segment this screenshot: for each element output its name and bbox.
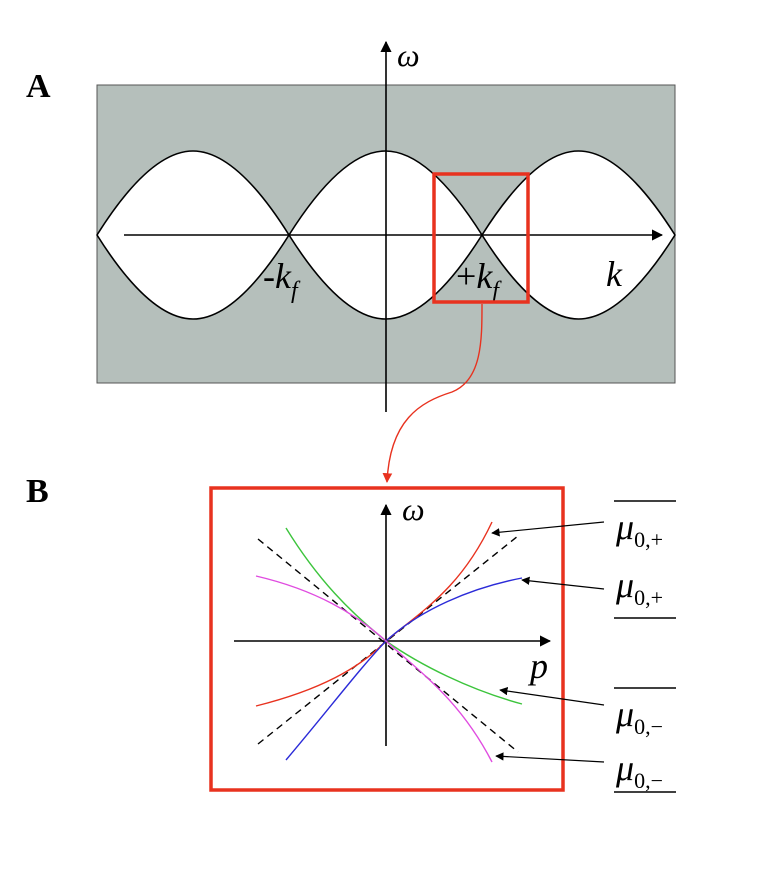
panel-b-frame [209,486,565,792]
label-mu0p: μ0,+ [614,565,676,619]
panel-b-label: B [26,473,49,510]
pointer-mu0p-bar [491,521,605,537]
svg-text:μ0,+: μ0,+ [615,565,663,610]
minus-kf-label: -kf [263,256,301,304]
panel-a: ω k -kf +kf [96,37,676,412]
label-mu0m: μ0,− [614,748,676,793]
asymptote-ascending [257,535,519,745]
svg-text:μ0,+: μ0,+ [615,507,663,552]
zoom-highlight-box [432,172,530,304]
panel-b-omega-label: ω [402,491,425,527]
panel-b-p-label: p [527,646,548,686]
pointer-mu0m-bar [499,686,605,706]
curve-mu0m [255,575,493,763]
panel-a-omega-label: ω [397,37,420,73]
zoom-connector-arrow [382,303,483,483]
plus-kf-label: +kf [456,256,502,304]
panel-b: ω p μ0,+ μ0,+ μ0, [209,486,676,793]
label-mu0p-bar: μ0,+ [614,500,676,552]
label-mu0m-bar: μ0,− [614,687,676,739]
pointer-mu0p [521,576,605,590]
svg-text:μ0,−: μ0,− [615,694,663,739]
panel-a-label: A [26,68,51,105]
panel-a-k-label: k [606,254,623,294]
pointer-mu0m [495,752,605,763]
svg-text:μ0,−: μ0,− [615,748,663,793]
asymptote-descending [257,538,519,753]
